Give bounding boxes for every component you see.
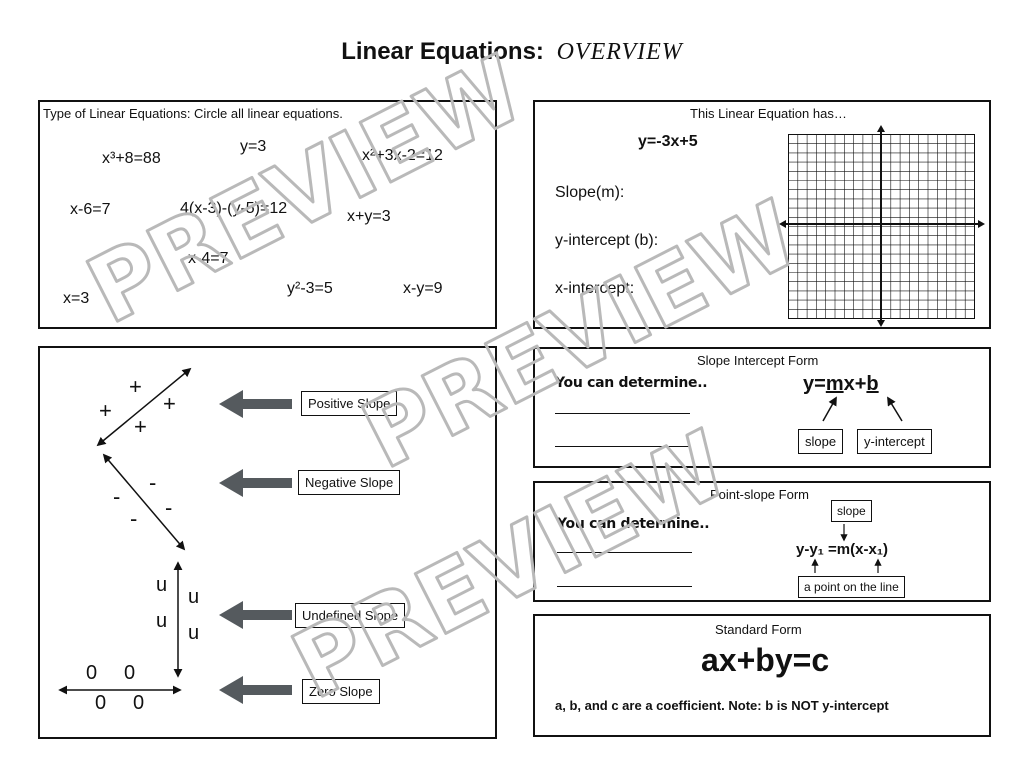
zero-mark: 0 (95, 692, 107, 714)
axis-arrow-up-icon (877, 125, 885, 132)
zero-mark: 0 (133, 692, 145, 714)
si-formula-b: b (866, 373, 879, 395)
page-title: Linear Equations: OVERVIEW (0, 38, 1024, 66)
answer-line[interactable] (557, 552, 692, 553)
undefined-mark: u (156, 574, 168, 596)
types-box: Type of Linear Equations: Circle all lin… (38, 100, 497, 329)
zero-mark: 0 (124, 662, 136, 684)
title-subtitle: OVERVIEW (556, 39, 683, 65)
slope-label: slope (798, 429, 844, 454)
equation-item[interactable]: x=3 (63, 290, 90, 307)
si-formula-lhs: y= (803, 373, 826, 395)
ps-prompt: You can determine.. (557, 516, 710, 532)
coordinate-grid (779, 125, 985, 327)
arrow-left-icon (219, 676, 292, 704)
negative-slope-line (102, 453, 186, 551)
negative-mark: - (149, 470, 157, 495)
undefined-slope-label: Undefined Slope (295, 603, 406, 628)
negative-slope-label: Negative Slope (298, 470, 401, 495)
has-header: This Linear Equation has… (690, 106, 847, 121)
answer-line[interactable] (557, 586, 692, 587)
equation-item[interactable]: x-6=7 (70, 201, 111, 218)
undefined-mark: u (188, 586, 200, 608)
answer-line[interactable] (555, 446, 690, 447)
equation-item[interactable]: 4(x-3)-(y-5)=12 (180, 200, 288, 217)
equation-has-box: This Linear Equation has… y=-3x+5 Slope(… (533, 100, 991, 329)
answer-line[interactable] (555, 413, 690, 414)
undefined-mark: u (156, 610, 168, 632)
negative-mark: - (130, 506, 138, 531)
zero-mark: 0 (86, 662, 98, 684)
equation-item[interactable]: x-y=9 (403, 280, 443, 297)
negative-mark: - (165, 495, 173, 520)
point-slope-header: Point-slope Form (710, 487, 809, 502)
positive-slope-label: Positive Slope (301, 391, 398, 416)
slope-field-label: Slope(m): (555, 184, 625, 201)
standard-formula: ax+by=c (701, 642, 830, 678)
positive-slope-line (96, 367, 192, 447)
positive-mark: + (129, 374, 142, 399)
equation-item[interactable]: x-4=7 (188, 250, 229, 267)
equation-item[interactable]: y²-3=5 (287, 280, 333, 297)
standard-note: a, b, and c are a coefficient. Note: b i… (555, 698, 889, 713)
y-intercept-pointer-arrow (887, 396, 903, 422)
equation-item[interactable]: y=3 (240, 138, 267, 155)
slope-pointer-arrow (822, 396, 837, 422)
types-header: Type of Linear Equations: Circle all lin… (43, 106, 343, 121)
x-intercept-field-label: x-intercept: (555, 280, 635, 297)
undefined-mark: u (188, 622, 200, 644)
axis-arrow-right-icon (978, 220, 985, 228)
equation-item[interactable]: x+y=3 (347, 208, 391, 225)
si-formula-x: x+ (843, 373, 867, 395)
zero-slope-label: Zero Slope (302, 679, 380, 704)
positive-mark: + (99, 398, 112, 423)
ps-point-label: a point on the line (798, 576, 905, 598)
arrow-left-icon (219, 601, 292, 629)
si-prompt: You can determine.. (555, 375, 708, 391)
negative-mark: - (113, 484, 121, 509)
standard-header: Standard Form (715, 622, 802, 637)
positive-mark: + (163, 391, 176, 416)
ps-slope-label: slope (831, 500, 872, 522)
given-equation: y=-3x+5 (638, 133, 698, 150)
title-main: Linear Equations: (341, 38, 544, 65)
si-formula: y=mx+b (803, 373, 879, 396)
positive-mark: + (134, 414, 147, 439)
si-formula-m: m (825, 373, 844, 395)
ps-formula: y-y₁ =m(x-x₁) (796, 541, 889, 558)
axis-arrow-down-icon (877, 320, 885, 327)
slopes-box (38, 346, 497, 739)
axis-arrow-left-icon (779, 220, 786, 228)
y-intercept-label: y-intercept (857, 429, 932, 454)
y-intercept-field-label: y-intercept (b): (555, 232, 659, 249)
slope-intercept-box: Slope Intercept Form You can determine..… (533, 347, 991, 468)
point-slope-box: Point-slope Form You can determine.. slo… (533, 481, 991, 602)
arrow-left-icon (219, 469, 292, 497)
slope-intercept-header: Slope Intercept Form (697, 353, 819, 368)
standard-form-box: Standard Form ax+by=c a, b, and c are a … (533, 614, 991, 737)
arrow-left-icon (219, 390, 292, 418)
equation-item[interactable]: x³+8=88 (102, 150, 161, 167)
equation-item[interactable]: x²+3x-2=12 (362, 147, 443, 164)
